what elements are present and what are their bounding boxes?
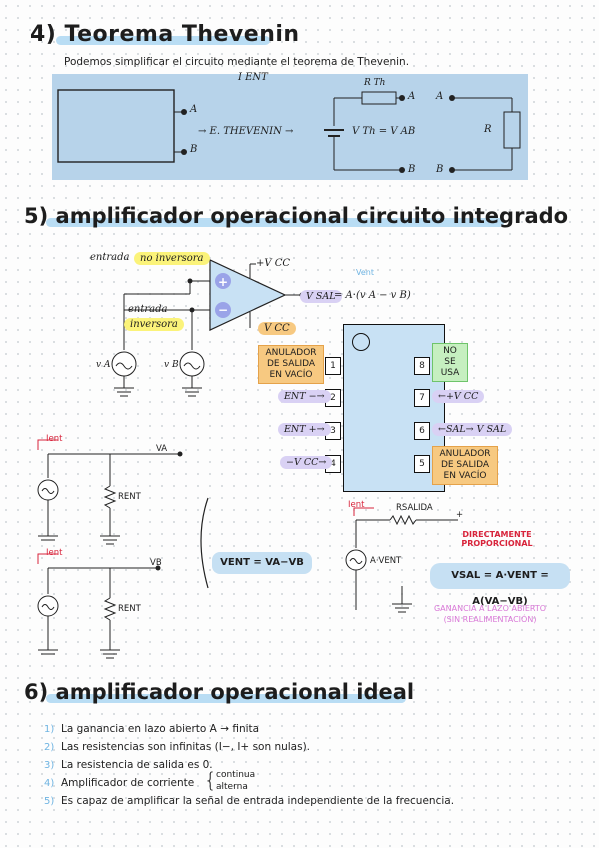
pin1-marker: [352, 333, 370, 351]
pin2-label: ENT −→: [278, 390, 331, 403]
title-highlight: [46, 694, 406, 703]
list-item: 4) Amplificador de corriente: [44, 777, 194, 789]
sin-realimentacion-label: (SIN REALIMENTACIÓN): [443, 615, 537, 624]
inversora-label: inversora: [124, 318, 184, 331]
title-highlight: [46, 218, 504, 227]
brace-option: continua: [216, 770, 256, 780]
pin-8: 8: [414, 357, 430, 375]
thevenin-diagram: I ENT A B → E. THEVENIN → R Th V Th = V …: [52, 72, 528, 180]
label-a3: A: [436, 91, 444, 102]
ganancia-label: GANANCIA A LAZO ABIERTO: [433, 604, 547, 613]
pin-6: 6: [414, 422, 430, 440]
pin3-label: ENT +→: [278, 423, 331, 436]
pin-5: 5: [414, 455, 430, 473]
brace-option: alterna: [216, 782, 248, 792]
label-a2: A: [408, 91, 416, 102]
ient-label: I ENT: [238, 72, 268, 83]
pin1-label: ANULADOR DE SALIDA EN VACÍO: [258, 345, 324, 384]
vcc-pos-label: +V CC: [256, 258, 291, 269]
list-item: 1) La ganancia en lazo abierto A → finita: [44, 723, 259, 735]
thevenin-arrow-text: → E. THEVENIN →: [198, 126, 294, 137]
entrada-label-2: entrada: [128, 304, 168, 315]
vcc-neg-label: V CC: [258, 322, 296, 335]
vent-label: Vent: [356, 268, 374, 277]
no-inversora-label: no inversora: [134, 252, 210, 265]
pin4-label: −V CC→: [280, 456, 333, 469]
vb-label: VB: [150, 558, 162, 568]
directamente-label: DIRECTAMENTE PROPORCIONAL: [461, 530, 533, 548]
list-text: Es capaz de amplificar la señal de entra…: [61, 795, 455, 807]
a-vent-label: A·VENT: [370, 556, 402, 566]
section6-title: 6) amplificador operacional ideal: [24, 680, 415, 704]
ient3-label: Ient: [348, 500, 365, 510]
label-a1: A: [190, 104, 198, 115]
vth-label: V Th = V AB: [352, 126, 416, 137]
list-text: La ganancia en lazo abierto A → finita: [61, 723, 260, 735]
ient1-label: Ient: [46, 434, 63, 444]
list-number: 2): [44, 742, 55, 753]
minus-sign: −: [218, 303, 229, 317]
label-b3: B: [436, 164, 444, 175]
section4-title: 4) Teorema Thevenin: [30, 22, 300, 47]
label-b2: B: [408, 164, 416, 175]
rent1-label: RENT: [118, 492, 141, 502]
ient2-label: Ient: [46, 548, 63, 558]
pin7-label: ←+V CC: [432, 390, 485, 403]
list-item: 2) Las resistencias son infinitas (I−, I+…: [44, 741, 310, 753]
vsal-formula: = A·(v A − v B): [334, 290, 411, 301]
output-plus: +: [456, 510, 464, 520]
rth-label: R Th: [364, 78, 386, 88]
output-circuit: [345, 507, 458, 613]
list-number: 1): [44, 724, 55, 735]
va-label: VA: [156, 444, 168, 454]
list-text: Amplificador de corriente: [61, 777, 195, 789]
title-highlight: [56, 36, 270, 45]
vb-source-label: v B: [164, 360, 179, 370]
pin8-label: NO SE USA: [432, 343, 468, 382]
opamp-diagram: [111, 259, 305, 397]
list-text: Las resistencias son infinitas (I−, I+ s…: [61, 741, 311, 753]
vsal-label: V SAL: [300, 290, 342, 303]
section4-subtitle: Podemos simplificar el circuito mediante…: [64, 56, 410, 68]
pin-7: 7: [414, 389, 430, 407]
pin6-label: ←SAL→ V SAL: [432, 423, 513, 436]
section5-title: 5) amplificador operacional circuito int…: [24, 204, 569, 228]
input-circuits: [37, 439, 209, 659]
rsalida-label: RSALIDA: [396, 503, 433, 513]
vent-equation: VENT = VA−VB: [212, 552, 312, 574]
list-number: 3): [44, 760, 55, 771]
pin-1: 1: [325, 357, 341, 375]
list-number: 5): [44, 796, 55, 807]
entrada-label-1: entrada: [90, 252, 130, 263]
pin5-label: ANULADOR DE SALIDA EN VACÍO: [432, 446, 498, 485]
va-source-label: v A: [96, 360, 111, 370]
list-item: 3) La resistencia de salida es 0.: [44, 759, 213, 771]
rent2-label: RENT: [118, 604, 141, 614]
vsal-equation: VSAL = A·VENT = A(VA−VB): [430, 563, 570, 607]
list-text: La resistencia de salida es 0.: [61, 759, 213, 771]
plus-sign: +: [218, 275, 229, 289]
list-item: 5) Es capaz de amplificar la señal de ent…: [44, 795, 454, 807]
list-number: 4): [44, 778, 55, 789]
brace-icon: {: [204, 768, 217, 792]
r-label: R: [484, 124, 492, 135]
thevenin-svg: [57, 89, 521, 173]
label-b1: B: [190, 144, 198, 155]
